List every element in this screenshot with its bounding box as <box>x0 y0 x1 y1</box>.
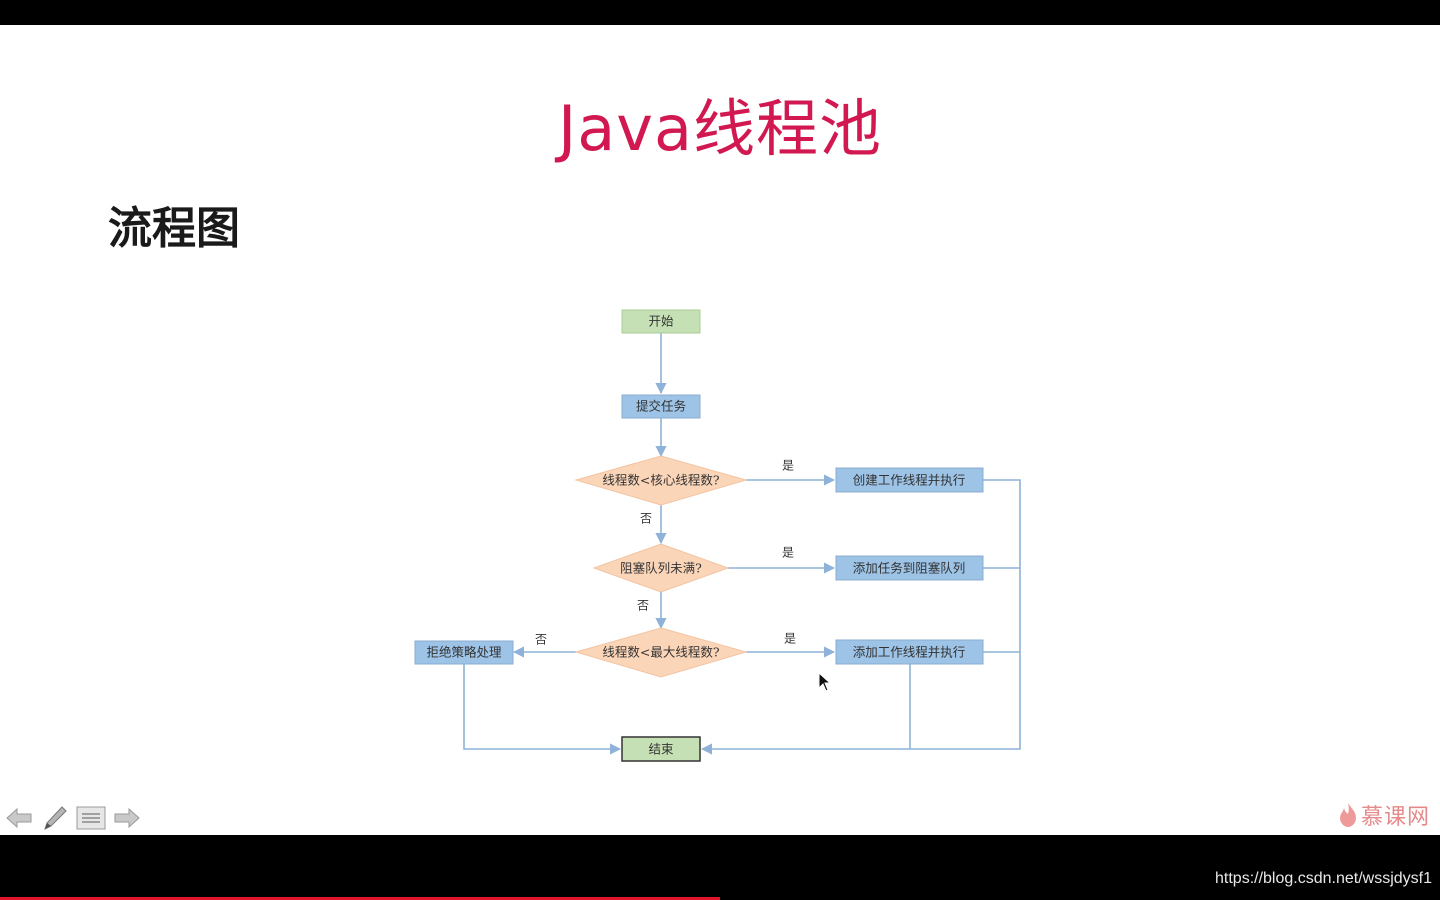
video-progress-bar[interactable] <box>0 897 720 900</box>
menu-icon[interactable] <box>76 803 106 833</box>
decision-core-label: 线程数<核心线程数? <box>602 473 719 488</box>
node-start-label: 开始 <box>648 314 674 329</box>
node-add-to-queue: 添加任务到阻塞队列 <box>835 555 984 581</box>
flame-icon <box>1339 803 1356 827</box>
node-reject-label: 拒绝策略处理 <box>426 645 502 660</box>
node-create-core-worker: 创建工作线程并执行 <box>835 467 984 493</box>
node-create-max-label: 添加工作线程并执行 <box>853 645 966 660</box>
flowchart-edges <box>463 333 1021 755</box>
node-create-core-label: 创建工作线程并执行 <box>853 473 966 488</box>
back-arrow-icon[interactable] <box>4 803 34 833</box>
node-submit-label: 提交任务 <box>636 399 686 414</box>
imooc-logo: 慕课网 <box>1338 800 1430 830</box>
node-start: 开始 <box>621 309 701 334</box>
decision-queue-label: 阻塞队列未满? <box>620 561 702 576</box>
decision-core-threads: 线程数<核心线程数? <box>574 455 748 506</box>
logo-text: 慕课网 <box>1360 805 1430 830</box>
pen-icon[interactable] <box>40 803 70 833</box>
node-end-label: 结束 <box>648 742 674 757</box>
decision-queue-not-full: 阻塞队列未满? <box>592 543 730 593</box>
edge-label-no-queue: 否 <box>637 599 649 613</box>
video-top-bar <box>0 0 1440 25</box>
watermark-url: https://blog.csdn.net/wssjdysf1 <box>1215 870 1432 887</box>
slide <box>0 25 1440 835</box>
node-create-max-worker: 添加工作线程并执行 <box>835 639 984 665</box>
edge-label-yes-max: 是 <box>784 632 796 646</box>
decision-max-threads: 线程数<最大线程数? <box>574 627 748 678</box>
node-add-queue-label: 添加任务到阻塞队列 <box>853 561 966 576</box>
edge-label-yes-core: 是 <box>782 459 794 473</box>
mouse-cursor-icon <box>818 672 832 692</box>
edge-right-bus-end <box>700 479 1021 755</box>
edge-label-no-core: 否 <box>640 512 652 526</box>
video-bottom-bar <box>0 835 1440 900</box>
forward-arrow-icon[interactable] <box>112 803 142 833</box>
node-end: 结束 <box>621 736 701 762</box>
edge-label-no-max: 否 <box>535 633 547 647</box>
node-submit-task: 提交任务 <box>621 394 701 419</box>
decision-max-label: 线程数<最大线程数? <box>602 645 719 660</box>
slide-title: Java线程池 <box>558 92 882 165</box>
edge-reject-end <box>463 664 622 755</box>
edge-label-yes-queue: 是 <box>782 546 794 560</box>
slide-toolbar <box>4 800 142 836</box>
slide-subtitle: 流程图 <box>108 203 240 254</box>
node-reject-policy: 拒绝策略处理 <box>414 640 514 665</box>
